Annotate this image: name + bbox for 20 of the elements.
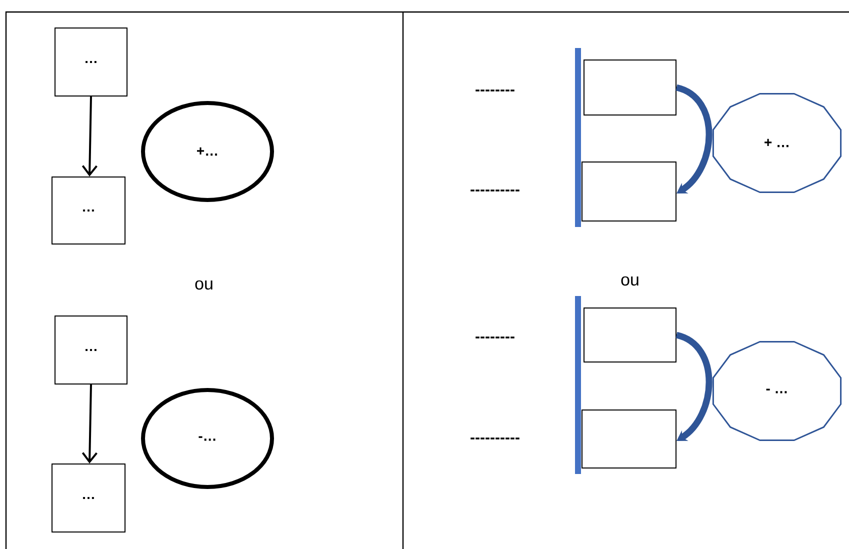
arrow (82, 96, 98, 176)
text-label: ou (195, 280, 212, 290)
box: … (52, 463, 126, 532)
box (582, 162, 676, 222)
dash-line-text: ---------- (470, 190, 520, 192)
box (584, 308, 676, 362)
dodecagon: - … (712, 340, 842, 442)
box: … (52, 176, 126, 244)
box: … (54, 28, 128, 96)
dash-line-text: ---------- (470, 438, 520, 440)
box: … (54, 315, 128, 384)
box (582, 410, 676, 468)
dash-line-text: -------- (476, 336, 514, 338)
arrow (82, 384, 98, 464)
text-label: ou (621, 276, 638, 286)
arrow (675, 332, 712, 441)
dash-line-text: -------- (476, 90, 514, 92)
dodecagon: + … (712, 92, 842, 194)
arrow (675, 84, 712, 194)
box (584, 60, 676, 116)
